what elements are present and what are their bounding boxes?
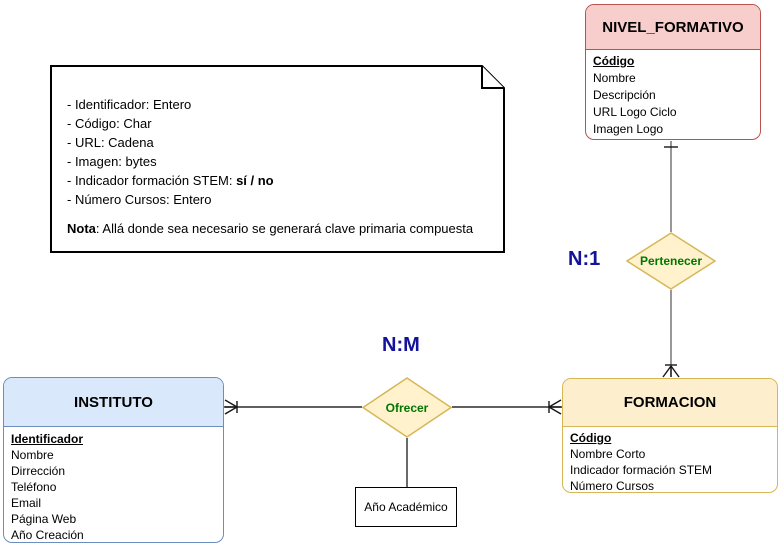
crowfoot-marker	[662, 364, 680, 378]
crowfoot-marker	[548, 399, 562, 415]
cardinality-n1-label: N:1	[568, 248, 601, 270]
cardinality-nm-label: N:M	[382, 334, 420, 356]
connector-nivel-pertenecer	[664, 141, 678, 232]
attribute: Imagen Logo	[593, 122, 664, 136]
note-box: - Identificador: Entero - Código: Char - U…	[50, 65, 505, 253]
attribute-pk: Código	[593, 54, 635, 68]
note-fold	[481, 66, 504, 89]
attribute: Número Cursos	[570, 479, 655, 493]
relationship-label: Pertenecer	[639, 254, 703, 268]
note-stem-pre: - Indicador formación STEM:	[67, 173, 237, 188]
attribute: Dirrección	[11, 464, 66, 478]
note-shape	[50, 65, 505, 253]
note-line: - Código: Char	[67, 116, 152, 131]
attribute: URL Logo Ciclo	[593, 105, 677, 119]
note-line: - Número Cursos: Entero	[67, 192, 212, 207]
attribute: Nombre Corto	[570, 447, 646, 461]
attribute: Página Web	[11, 512, 77, 526]
entity-title: NIVEL_FORMATIVO	[586, 5, 760, 50]
attribute: Indicador formación STEM	[570, 463, 713, 477]
attribute: Descripción	[593, 88, 656, 102]
relationship-pertenecer: Pertenecer	[626, 232, 716, 290]
attribute-box-anio-academico: Año Académico	[355, 487, 457, 527]
note-nota-label: Nota	[67, 221, 96, 236]
crowfoot-marker	[224, 399, 238, 415]
relationship-ofrecer: Ofrecer	[362, 377, 452, 438]
note-line: - Identificador: Entero	[67, 97, 192, 112]
connector-ofrecer-formacion	[452, 399, 562, 415]
attribute: Email	[11, 496, 42, 510]
note-line: - Imagen: bytes	[67, 154, 157, 169]
attribute: Nombre	[593, 71, 636, 85]
note-line-list: - Identificador: Entero - Código: Char - U…	[67, 95, 495, 171]
diamond-shape	[626, 232, 716, 290]
attribute-box-label: Año Académico	[364, 500, 448, 514]
note-nota-text: : Allá donde sea necesario se generará c…	[95, 221, 474, 236]
connector-instituto-ofrecer	[224, 399, 362, 415]
connector-pertenecer-formacion	[662, 290, 680, 378]
relationship-label: Ofrecer	[385, 400, 429, 415]
note-line: - Indicador formación STEM: sí / no	[67, 171, 495, 190]
entity-title: INSTITUTO	[4, 378, 223, 427]
diamond-shape	[362, 377, 452, 438]
note-line: - URL: Cadena	[67, 135, 154, 150]
attribute: Nombre	[11, 448, 54, 462]
attribute-pk: Código	[570, 431, 612, 445]
attribute: Año Creación	[11, 528, 84, 542]
note-text: - Identificador: Entero - Código: Char - U…	[67, 95, 495, 238]
attribute: Teléfono	[11, 480, 57, 494]
note-footer: Nota: Allá donde sea necesario se genera…	[67, 219, 495, 238]
note-stem-bold: sí / no	[236, 173, 274, 188]
attribute-pk: Identificador	[11, 432, 84, 446]
entity-title: FORMACION	[563, 379, 777, 427]
